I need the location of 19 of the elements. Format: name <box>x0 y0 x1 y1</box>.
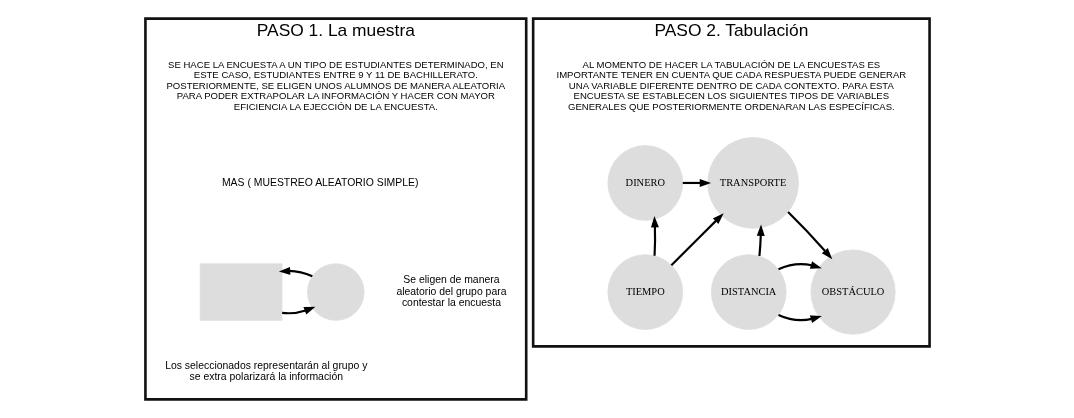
node-circle <box>306 263 364 321</box>
node-box <box>199 263 282 321</box>
arrow <box>777 261 822 271</box>
arrow <box>777 313 822 323</box>
arrow <box>670 213 724 266</box>
node-text: Los seleccionados representarán al grupo y se extra polarizará la información <box>164 359 367 382</box>
arrow <box>650 216 659 256</box>
arrow <box>281 306 315 315</box>
node-text: SE HACE LA ENCUESTA A UN TIPO DE ESTUDIANTES DETERMINADO, EN ESTE CASO, ESTUDIANTES ENTRE 9 Y 11 DE BACHILLERATO. POSTERIORMENTE, SE ELIGEN UNOS ALUMNOS DE MANERA ALEATORIA PARA PODER EXTRAPOLAR LA INFORMACIÓN Y HACER CON MAYOR EFICIENCIA LA EJECCIÓN DE LA ENCUESTA. <box>166 58 505 112</box>
node-circle: TRANSPORTE <box>706 137 799 229</box>
arrow <box>278 266 313 278</box>
node-text: AL MOMENTO DE HACER LA TABULACIÓN DE LA ENCUESTAS ES IMPORTANTE TENER EN CUENTA QUE CADA RESPUESTA PUEDE GENERAR UNA VARIABLE DIFERENTE DENTRO DE CADA CONTEXTO. PARA ESTA ENCUESTA SE ESTABLECEN LOS SIGUIENTES TIPOS DE VARIABLES GENERALES QUE POSTERIORMENTE ORDENARAN LAS ESPECÍFICAS. <box>555 58 906 112</box>
arrow <box>786 211 832 260</box>
node-text: Se eligen de manera aleatorio del grupo para contestar la encuesta <box>395 274 506 309</box>
node-text: MAS ( MUESTREO ALEATORIO SIMPLE) <box>221 176 418 188</box>
node-circle: DINERO <box>607 145 683 221</box>
arrow <box>756 224 765 257</box>
node-circle: TIEMPO <box>607 254 683 330</box>
node-circle: DISTANCIA <box>710 254 787 330</box>
